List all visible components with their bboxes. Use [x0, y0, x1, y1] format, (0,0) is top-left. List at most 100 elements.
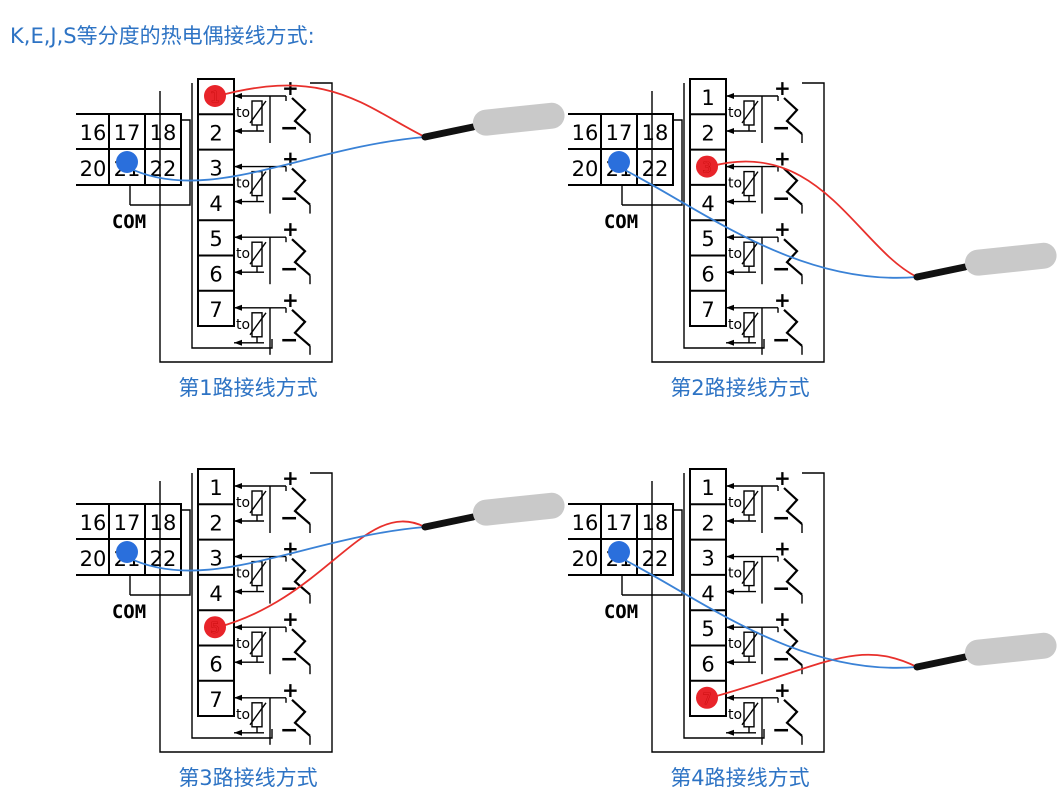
- com-label: COM: [604, 601, 638, 623]
- terminal-4: 4: [701, 192, 714, 216]
- probe-sheath: [964, 242, 1057, 276]
- terminal-5: 5: [209, 227, 222, 251]
- terminal-4: 4: [701, 582, 714, 606]
- plus-sign: +: [774, 466, 791, 490]
- tc-symbol: to: [236, 707, 250, 723]
- red-connection-dot: [696, 686, 718, 709]
- terminal-4: 4: [209, 192, 222, 216]
- tc-symbol: to: [728, 495, 742, 511]
- frame-inner: [683, 83, 765, 349]
- terminal-6: 6: [209, 263, 222, 287]
- frame-outer: [159, 472, 333, 753]
- blue-connection-dot: [116, 541, 138, 563]
- common-terminal-22: 22: [642, 157, 669, 181]
- channel-4-circuit: to+−: [234, 288, 311, 355]
- tc-symbol: to: [236, 105, 250, 121]
- minus-sign: −: [772, 506, 790, 531]
- thermocouple-probe: [913, 632, 1057, 671]
- minus-sign: −: [772, 187, 790, 212]
- frame-outer: [651, 82, 825, 363]
- channel-2-circuit: to + −: [234, 537, 311, 604]
- channel-1-circuit: to+−: [234, 466, 311, 533]
- terminal-6: 6: [209, 653, 222, 677]
- plus-sign: +: [774, 607, 791, 631]
- channel-2-circuit: to + −: [726, 147, 803, 214]
- plus-sign: +: [282, 537, 299, 561]
- plus-sign: +: [774, 147, 791, 171]
- minus-sign: −: [772, 328, 790, 353]
- common-terminal-block: 161718202122COM: [76, 503, 191, 623]
- minus-sign: −: [280, 257, 298, 282]
- tc-symbol: to: [728, 176, 742, 192]
- red-connection-dot: [696, 155, 718, 178]
- plus-sign: +: [774, 217, 791, 241]
- blue-wire: [618, 556, 918, 669]
- red-dot-number: 3: [702, 159, 712, 177]
- red-wire: [217, 84, 426, 138]
- channel-1-circuit: to + −: [726, 466, 803, 533]
- wiring-panel-4: 161718202122COM1234567to+−to+−to+−to+−第4…: [568, 466, 1057, 790]
- common-terminal-17: 17: [606, 121, 633, 145]
- frame-inner: [191, 83, 273, 349]
- channel-2-circuit: to+−: [234, 147, 311, 214]
- terminal-7: 7: [701, 298, 714, 322]
- channel-2-circuit: to+−: [726, 537, 803, 604]
- channel-4-circuit: to+−: [726, 678, 803, 745]
- panel-caption: 第3路接线方式: [178, 766, 317, 790]
- tc-symbol: to: [236, 636, 250, 652]
- tc-symbol: to: [236, 566, 250, 582]
- channel-3-circuit: to + −: [234, 217, 311, 285]
- common-terminal-20: 20: [572, 157, 599, 181]
- minus-sign: −: [772, 718, 790, 743]
- minus-sign: −: [280, 328, 298, 353]
- panel-caption: 第2路接线方式: [670, 376, 809, 400]
- plus-sign: +: [774, 76, 791, 100]
- plus-sign: +: [282, 678, 299, 702]
- plus-sign: +: [282, 288, 299, 312]
- red-wire: [217, 520, 426, 629]
- minus-sign: −: [772, 647, 790, 672]
- minus-sign: −: [280, 187, 298, 212]
- blue-connection-dot: [608, 541, 630, 563]
- wiring-panel-3: 161718202122COM1234567to+−to+−to+−to+−第3…: [76, 466, 565, 790]
- common-terminal-20: 20: [80, 547, 107, 571]
- wiring-panel-1: 161718202122COM1234567to+−to+−to+−to+−第1…: [76, 76, 565, 400]
- common-terminal-18: 18: [642, 121, 669, 145]
- tc-symbol: to: [236, 176, 250, 192]
- red-dot-number: 5: [210, 619, 220, 637]
- red-dot-number: 1: [210, 88, 220, 106]
- tc-symbol: to: [728, 317, 742, 333]
- minus-sign: −: [280, 577, 298, 602]
- blue-wire: [126, 526, 426, 572]
- plus-sign: +: [774, 288, 791, 312]
- channel-3-circuit: to + −: [726, 217, 803, 285]
- common-terminal-16: 16: [80, 511, 107, 535]
- thermocouple-probe: [913, 242, 1057, 281]
- tc-symbol: to: [236, 495, 250, 511]
- terminal-3: 3: [209, 547, 222, 571]
- terminal-6: 6: [701, 653, 714, 677]
- frame-inner: [191, 473, 273, 739]
- plus-sign: +: [282, 76, 299, 100]
- red-wire: [709, 160, 918, 278]
- channel-1-circuit: to+−: [234, 76, 311, 143]
- channel-4-circuit: to+−: [234, 678, 311, 745]
- probe-sheath: [472, 492, 565, 526]
- common-terminal-16: 16: [572, 511, 599, 535]
- tc-symbol: to: [728, 246, 742, 262]
- terminal-2: 2: [701, 511, 714, 535]
- plus-sign: +: [282, 217, 299, 241]
- common-terminal-18: 18: [150, 121, 177, 145]
- minus-sign: −: [772, 257, 790, 282]
- tc-symbol: to: [236, 246, 250, 262]
- channel-terminal-block: 1234567: [197, 78, 235, 327]
- panel-caption: 第4路接线方式: [670, 766, 809, 790]
- common-terminal-17: 17: [114, 511, 141, 535]
- plus-sign: +: [774, 678, 791, 702]
- terminal-1: 1: [701, 476, 714, 500]
- terminal-5: 5: [701, 617, 714, 641]
- minus-sign: −: [280, 506, 298, 531]
- red-wire: [709, 653, 918, 699]
- red-connection-dot: [204, 85, 226, 107]
- tc-symbol: to: [728, 105, 742, 121]
